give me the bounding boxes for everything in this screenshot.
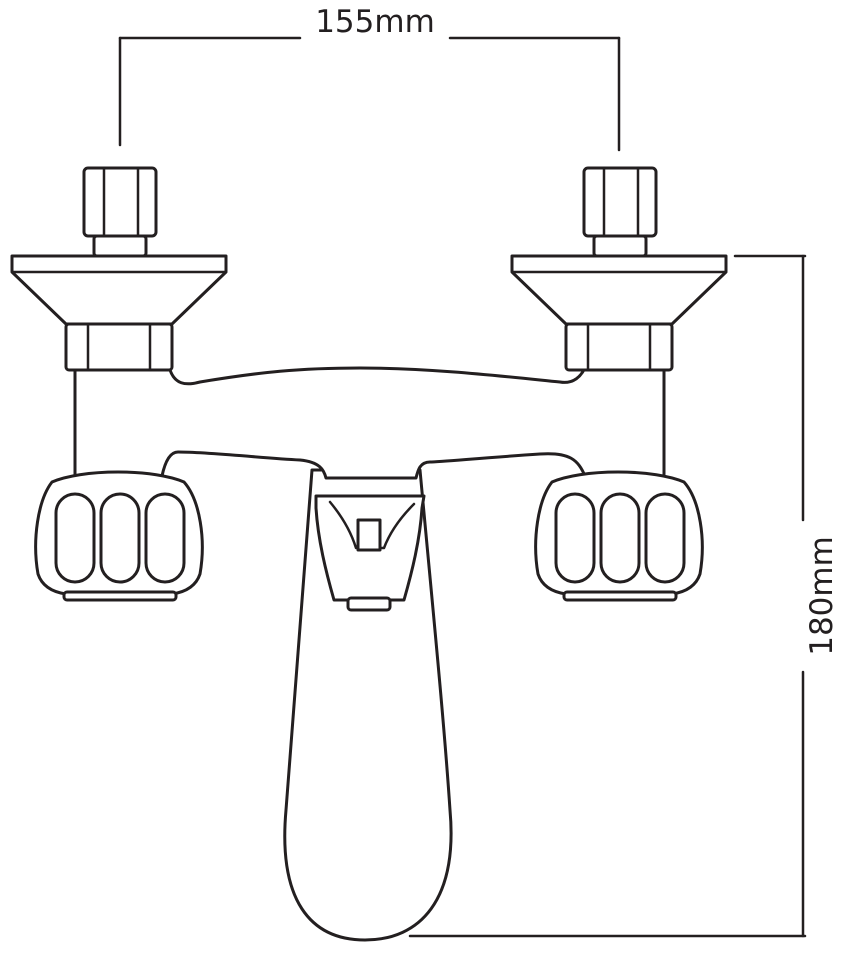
right-hex-nut [564, 322, 674, 372]
left-connector [10, 166, 228, 372]
body-bar [73, 366, 666, 480]
width-label: 155mm [315, 4, 435, 40]
width-dimension: 155mm [118, 4, 621, 152]
left-handle [34, 470, 204, 602]
left-handle-base [62, 590, 178, 602]
spout [283, 468, 453, 942]
valve-body [73, 366, 666, 480]
right-grip-1 [554, 492, 596, 584]
right-grip-2 [599, 492, 641, 584]
left-grip-3 [144, 492, 186, 584]
aerator [314, 494, 426, 612]
right-escutcheon [510, 254, 728, 326]
height-dimension: 180mm [408, 254, 840, 938]
aerator-nozzle [356, 518, 382, 552]
spout-body [283, 468, 453, 942]
right-inlet-pipe [582, 166, 658, 238]
right-connector [510, 166, 728, 372]
right-grip-3 [644, 492, 686, 584]
aerator-tip [346, 596, 392, 612]
left-hex-nut [64, 322, 174, 372]
left-inlet-pipe [82, 166, 158, 238]
height-label: 180mm [804, 536, 840, 656]
right-handle [534, 470, 704, 602]
left-grip-1 [54, 492, 96, 584]
left-escutcheon [10, 254, 228, 326]
right-pipe-collar [592, 234, 648, 258]
left-pipe-collar [92, 234, 148, 258]
right-handle-base [562, 590, 678, 602]
left-grip-2 [99, 492, 141, 584]
